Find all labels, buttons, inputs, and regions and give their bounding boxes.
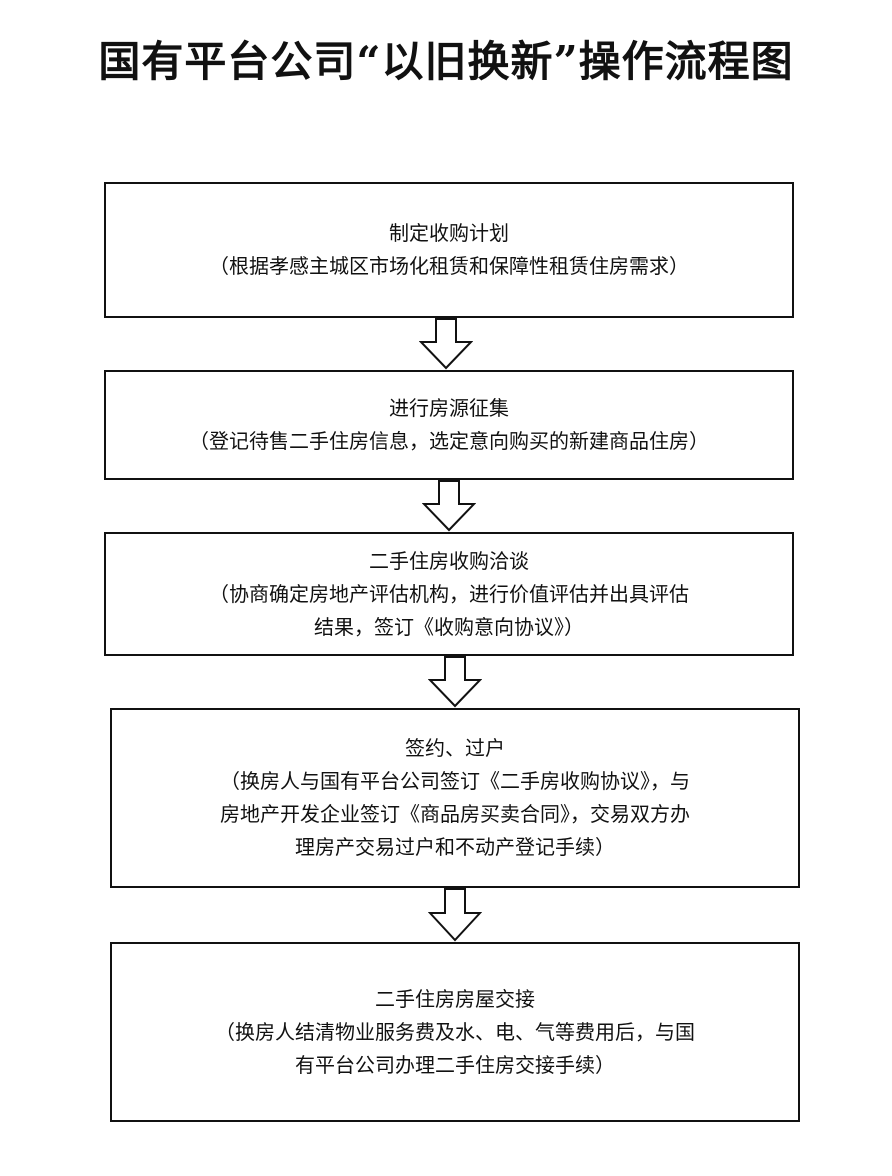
step-3-box: 二手住房收购洽谈 （协商确定房地产评估机构，进行价值评估并出具评估 结果，签订《… bbox=[104, 532, 794, 656]
arrow-down-icon bbox=[422, 480, 476, 532]
page-title: 国有平台公司“以旧换新”操作流程图 bbox=[98, 37, 794, 86]
step-1-heading: 制定收购计划 bbox=[389, 221, 509, 245]
step-3-detail-line-2: 结果，签订《收购意向协议》） bbox=[314, 614, 584, 639]
step-1-detail-line-1: （根据孝感主城区市场化租赁和保障性租赁住房需求） bbox=[209, 254, 689, 278]
step-5-detail-line-1: （换房人结清物业服务费及水、电、气等费用后，与国 bbox=[215, 1019, 695, 1044]
step-2-heading: 进行房源征集 bbox=[389, 396, 509, 420]
step-4-detail-line-1: （换房人与国有平台公司签订《二手房收购协议》，与 bbox=[220, 769, 690, 793]
arrow-down-icon bbox=[419, 318, 473, 370]
step-4-heading: 签约、过户 bbox=[405, 736, 505, 760]
step-2-box: 进行房源征集 （登记待售二手住房信息，选定意向购买的新建商品住房） bbox=[104, 370, 794, 480]
step-2-detail-line-1: （登记待售二手住房信息，选定意向购买的新建商品住房） bbox=[189, 429, 709, 453]
step-4-detail-line-3: 理房产交易过户和不动产登记手续） bbox=[295, 835, 615, 859]
step-4-box: 签约、过户 （换房人与国有平台公司签订《二手房收购协议》，与 房地产开发企业签订… bbox=[110, 708, 800, 888]
step-1-box: 制定收购计划 （根据孝感主城区市场化租赁和保障性租赁住房需求） bbox=[104, 182, 794, 318]
arrow-down-icon bbox=[428, 656, 482, 708]
step-3-heading: 二手住房收购洽谈 bbox=[369, 548, 529, 573]
step-5-heading: 二手住房房屋交接 bbox=[375, 986, 535, 1011]
arrow-down-icon bbox=[428, 888, 482, 942]
step-4-detail-line-2: 房地产开发企业签订《商品房买卖合同》，交易双方办 bbox=[220, 802, 690, 826]
step-3-detail-line-1: （协商确定房地产评估机构，进行价值评估并出具评估 bbox=[209, 581, 689, 606]
step-5-detail-line-2: 有平台公司办理二手住房交接手续） bbox=[295, 1052, 615, 1077]
step-5-box: 二手住房房屋交接 （换房人结清物业服务费及水、电、气等费用后，与国 有平台公司办… bbox=[110, 942, 800, 1122]
